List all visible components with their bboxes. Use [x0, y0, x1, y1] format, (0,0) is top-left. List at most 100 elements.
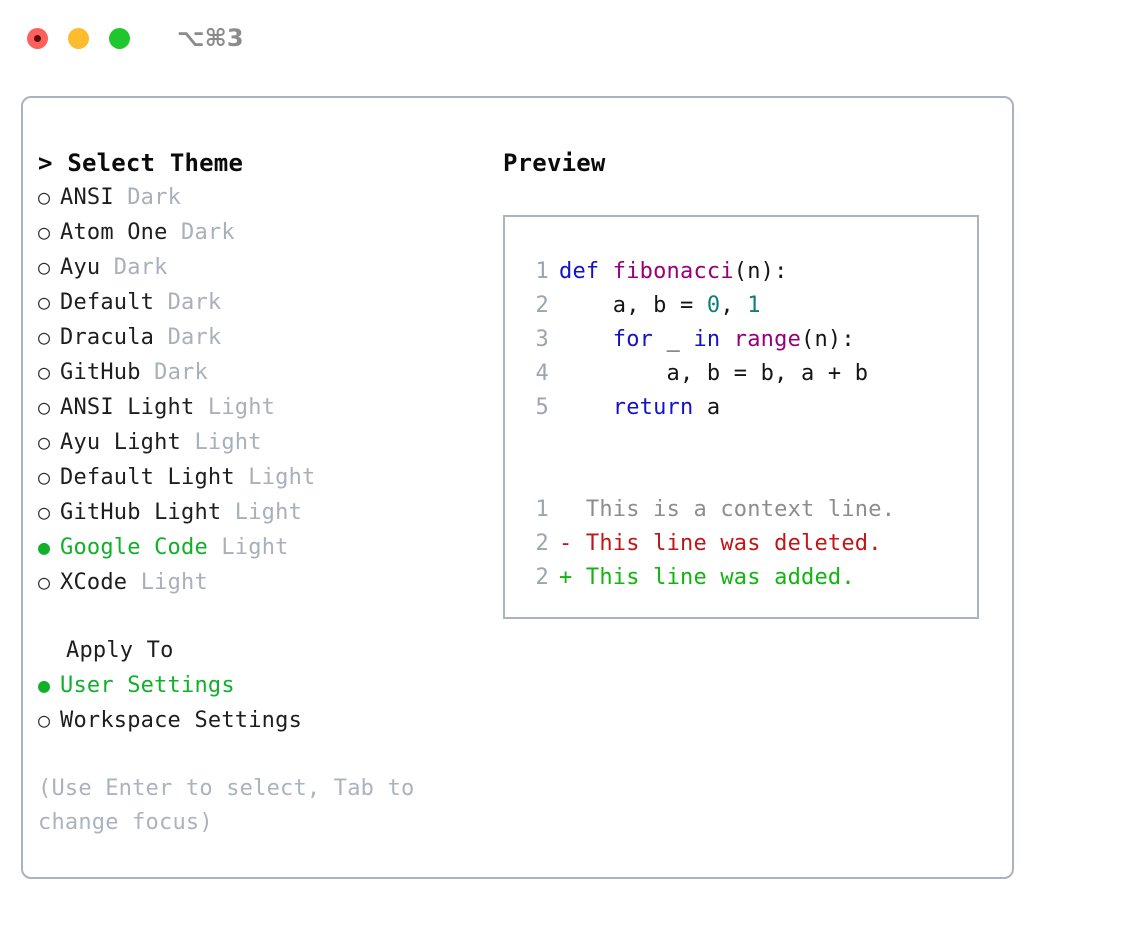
code-token-number: 1	[747, 293, 761, 318]
theme-option-badge: Dark	[154, 360, 208, 385]
code-token-plain: a, b =	[559, 293, 707, 318]
radio-unselected-icon[interactable]: ○	[38, 708, 51, 732]
theme-option-label: Default Light	[60, 465, 235, 490]
apply-to-workspace-settings[interactable]: ○ Workspace Settings	[38, 703, 488, 738]
minimize-button[interactable]	[68, 27, 89, 49]
theme-option-xcode[interactable]: ○XCode Light	[38, 565, 488, 600]
code-line: 5 return a	[523, 391, 977, 425]
theme-option-github-light[interactable]: ○ GitHub Light Light	[38, 495, 488, 530]
theme-option-badge: Light	[248, 465, 316, 490]
section-spacer	[38, 600, 488, 634]
traffic-light-buttons	[27, 27, 130, 49]
code-token-keyword: def	[559, 259, 613, 284]
diff-line-context: 1 This is a context line.	[523, 493, 977, 527]
code-token-plain: (n):	[801, 327, 855, 352]
diff-text: This line was added.	[585, 565, 855, 590]
diff-text: This line was deleted.	[585, 531, 882, 556]
keyboard-hint-text: (Use Enter to select, Tab to change focu…	[38, 776, 415, 835]
theme-option-google-code[interactable]: ● Google Code Light	[38, 530, 488, 565]
code-token-keyword: for	[559, 327, 667, 352]
radio-unselected-icon[interactable]: ○	[38, 395, 51, 419]
theme-option-label: Dracula	[60, 325, 155, 350]
code-line: 2 a, b = 0, 1	[523, 289, 977, 323]
code-blank-line	[523, 459, 977, 493]
code-token-keyword: return	[559, 395, 707, 420]
theme-option-github[interactable]: ○ GitHub Dark	[38, 355, 488, 390]
apply-to-user-settings[interactable]: ● User Settings	[38, 668, 488, 703]
select-theme-title: Select Theme	[67, 149, 244, 177]
theme-option-label: ANSI	[60, 185, 114, 210]
code-token-plain: a	[706, 395, 721, 420]
radio-unselected-icon[interactable]: ○	[38, 570, 51, 594]
apply-to-label: User Settings	[60, 673, 235, 698]
radio-unselected-icon[interactable]: ○	[38, 255, 51, 279]
theme-option-badge: Light	[207, 395, 276, 420]
radio-unselected-icon[interactable]: ○	[38, 290, 51, 314]
select-theme-heading: > Select Theme	[38, 146, 488, 180]
diff-marker: +	[559, 565, 573, 590]
radio-unselected-icon[interactable]: ○	[38, 325, 51, 349]
apply-to-heading: Apply To	[66, 638, 174, 663]
theme-option-badge: Light	[221, 535, 289, 560]
line-number: 2	[535, 531, 549, 556]
code-line: 3 for _ in range(n):	[523, 323, 977, 357]
theme-option-ayu[interactable]: ○ Ayu Dark	[38, 250, 488, 285]
theme-option-badge: Dark	[181, 220, 235, 245]
theme-option-label: XCode	[60, 570, 128, 595]
radio-unselected-icon[interactable]: ○	[38, 185, 51, 209]
code-token-plain: a, b = b, a + b	[559, 361, 869, 386]
code-token-number: 0	[706, 293, 721, 318]
radio-selected-icon[interactable]: ●	[38, 535, 51, 559]
line-number: 5	[535, 395, 549, 420]
theme-option-ansi-light[interactable]: ○ANSI Light Light	[38, 390, 488, 425]
theme-option-default-light[interactable]: ○ Default Light Light	[38, 460, 488, 495]
theme-option-label: GitHub Light	[60, 500, 222, 525]
code-token-function: range	[733, 327, 802, 352]
theme-option-default[interactable]: ○Default Dark	[38, 285, 488, 320]
theme-option-badge: Light	[234, 500, 303, 525]
theme-option-badge: Dark	[127, 185, 182, 210]
diff-marker	[559, 497, 572, 522]
code-token-keyword: in	[693, 327, 734, 352]
diff-text: This is a context line.	[585, 497, 896, 522]
code-line: 4 a, b = b, a + b	[523, 357, 977, 391]
theme-option-badge: Dark	[113, 255, 168, 280]
line-number: 3	[535, 327, 549, 352]
apply-to-label: Workspace Settings	[60, 708, 303, 733]
panel-columns: > Select Theme ○ ANSI Dark ○ Atom One Dark…	[23, 98, 1012, 877]
code-token-plain: (n):	[733, 259, 788, 284]
radio-unselected-icon[interactable]: ○	[38, 430, 51, 454]
theme-option-label: Google Code	[60, 535, 208, 560]
code-token-function: fibonacci	[612, 259, 734, 284]
maximize-button[interactable]	[109, 27, 130, 49]
radio-unselected-icon[interactable]: ○	[38, 360, 51, 384]
theme-option-label: GitHub	[60, 360, 141, 385]
line-number: 1	[535, 497, 549, 522]
radio-unselected-icon[interactable]: ○	[38, 465, 51, 489]
close-button[interactable]	[27, 27, 48, 49]
theme-option-atom-one[interactable]: ○ Atom One Dark	[38, 215, 488, 250]
line-number: 2	[535, 293, 549, 318]
code-blank-line	[523, 425, 977, 459]
theme-option-ayu-light[interactable]: ○Ayu Light Light	[38, 425, 488, 460]
theme-option-badge: Light	[194, 430, 262, 455]
theme-option-list[interactable]: ○ANSI Dark ○Atom One Dark ○Ayu Dark ○Def…	[38, 180, 488, 600]
preview-heading: Preview	[503, 149, 606, 177]
theme-option-ansi[interactable]: ○ ANSI Dark	[38, 180, 488, 215]
keyboard-shortcut-label: ⌥⌘3	[177, 24, 244, 52]
radio-unselected-icon[interactable]: ○	[38, 500, 51, 524]
theme-option-dracula[interactable]: ○ Dracula Dark	[38, 320, 488, 355]
radio-unselected-icon[interactable]: ○	[38, 220, 51, 244]
radio-selected-icon[interactable]: ●	[38, 673, 51, 697]
theme-option-badge: Dark	[167, 325, 222, 350]
code-token-plain: ,	[720, 293, 748, 318]
apply-to-option-list[interactable]: ● User Settings ○ Workspace Settings	[38, 668, 488, 738]
theme-option-label: Ayu	[60, 255, 101, 280]
theme-option-label: Atom One	[60, 220, 168, 245]
line-number: 4	[535, 361, 549, 386]
prompt-caret-icon: >	[38, 149, 53, 177]
window-titlebar: ⌥⌘3	[0, 0, 1140, 76]
